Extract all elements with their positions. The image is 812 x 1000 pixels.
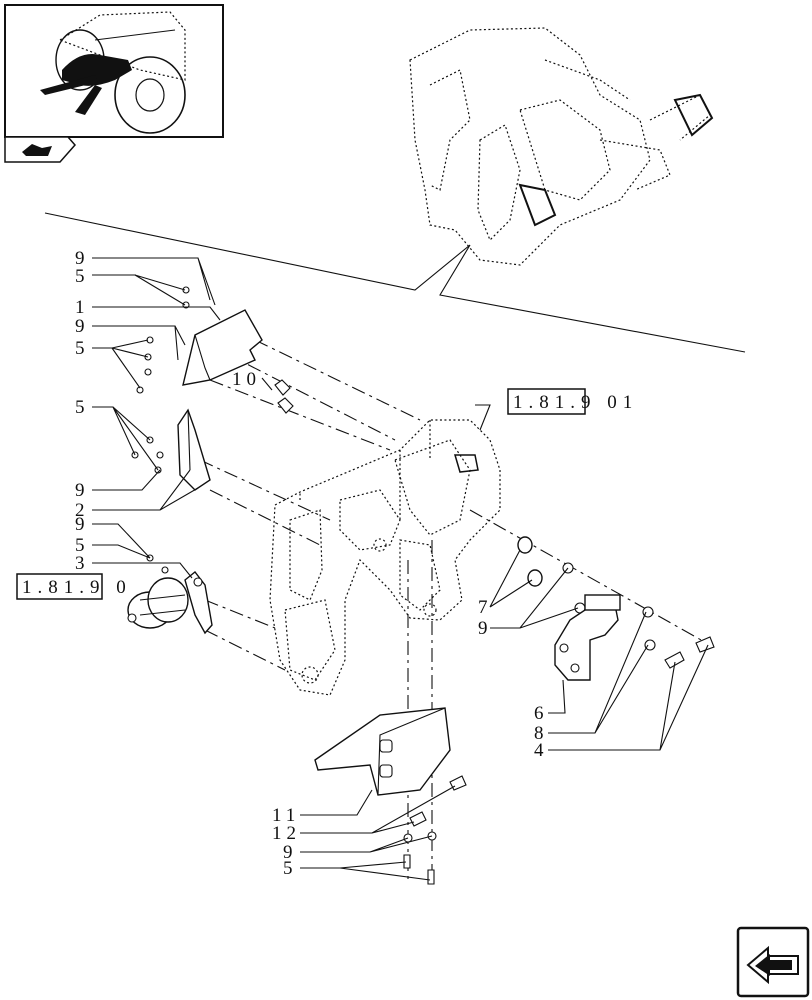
tractor-thumbnail-icon[interactable] <box>4 4 224 138</box>
callout-5: 5 <box>75 535 90 556</box>
callout-10: 10 <box>232 369 261 390</box>
callout-9: 9 <box>283 842 298 863</box>
section-divider <box>44 212 746 353</box>
folder-tab-icon[interactable] <box>4 136 76 163</box>
callout-3: 3 <box>75 553 90 574</box>
callout-labels: 9 5 1 9 5 10 5 9 2 9 5 3 7 9 6 8 4 11 12… <box>75 248 549 879</box>
part-7-9-washers <box>517 536 656 651</box>
callout-9: 9 <box>75 316 90 337</box>
part-4-bolts <box>664 636 715 669</box>
ref-box-upper[interactable]: 1.81.9 01 <box>507 388 638 415</box>
callout-2: 2 <box>75 500 90 521</box>
callout-7: 7 <box>478 597 493 618</box>
part-6-bracket <box>554 594 621 681</box>
callout-9: 9 <box>478 618 493 639</box>
part-1-bracket <box>182 309 263 386</box>
callout-4: 4 <box>534 740 549 761</box>
callout-5: 5 <box>75 338 90 359</box>
next-page-arrow-icon[interactable] <box>736 926 810 998</box>
main-frame <box>269 419 501 696</box>
callout-8: 8 <box>534 723 549 744</box>
part-10-fittings <box>274 379 294 414</box>
assembly-guides <box>199 339 711 880</box>
callout-6: 6 <box>534 703 549 724</box>
ref-box-left[interactable]: 1.81.9 0 <box>16 573 132 600</box>
part-11-bracket <box>314 707 451 796</box>
part-3-bracket <box>184 571 213 635</box>
callout-9: 9 <box>75 514 90 535</box>
callout-9: 9 <box>75 248 90 269</box>
ref-left-text: 1.81.9 0 <box>22 577 132 598</box>
callout-9: 9 <box>75 480 90 501</box>
callout-5: 5 <box>75 266 90 287</box>
callout-11: 11 <box>272 805 300 826</box>
motor-component <box>127 577 189 629</box>
callout-5: 5 <box>283 858 298 879</box>
detail-frame-assembly <box>409 27 714 266</box>
callout-5: 5 <box>75 397 90 418</box>
ref-upper-text: 1.81.9 01 <box>513 392 638 413</box>
part-2-bracket <box>177 408 211 491</box>
lower-hardware <box>403 775 467 885</box>
callout-leaders <box>92 257 709 881</box>
callout-1: 1 <box>75 297 90 318</box>
callout-12: 12 <box>272 823 301 844</box>
